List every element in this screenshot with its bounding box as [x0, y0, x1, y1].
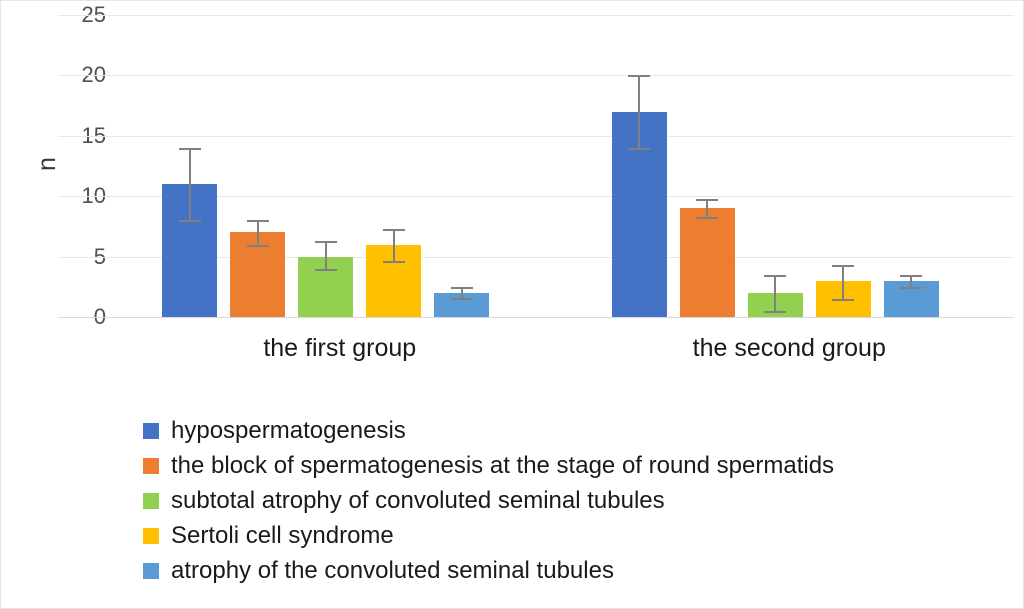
legend-label: subtotal atrophy of convoluted seminal t… [171, 486, 665, 514]
y-tick-label: 0 [93, 304, 106, 329]
legend-label: atrophy of the convoluted seminal tubule… [171, 556, 614, 584]
gridline [58, 75, 1014, 77]
x-tick-label: the first group [263, 334, 417, 362]
gridline [58, 317, 1014, 318]
gridline [58, 256, 1014, 258]
error-bar-cap-lower [832, 298, 855, 301]
error-bar-cap-lower [628, 147, 651, 150]
legend-label: hypospermatogenesis [171, 416, 406, 444]
legend-label: the block of spermatogenesis at the stag… [171, 451, 835, 479]
y-tick-label: 5 [93, 243, 106, 269]
error-bar-stem [460, 286, 463, 298]
gridline [58, 135, 1014, 137]
legend-item[interactable]: Sertoli cell syndrome [143, 518, 834, 553]
error-bar-cap-upper [764, 274, 787, 277]
legend-label: Sertoli cell syndrome [171, 521, 394, 549]
legend-swatch-icon [143, 527, 159, 544]
error-bar-cap-upper [900, 274, 923, 277]
y-tick-label: 15 [81, 122, 106, 148]
error-bar-cap-upper [382, 228, 405, 231]
error-bar-cap-upper [314, 240, 337, 243]
gridline [58, 196, 1014, 198]
bar [679, 208, 735, 317]
error-bar-cap-lower [900, 286, 923, 289]
error-bar-cap-upper [246, 220, 269, 223]
error-bar-cap-upper [832, 265, 855, 268]
error-bar-cap-lower [178, 220, 201, 223]
legend-swatch-icon [143, 422, 159, 439]
y-tick-label: 20 [81, 62, 106, 88]
x-tick-label: the second group [692, 334, 886, 362]
error-bar-cap-upper [450, 286, 473, 289]
chart-legend: hypospermatogenesis the block of spermato… [143, 413, 834, 588]
error-bar-cap-lower [246, 244, 269, 247]
error-bar-stem [910, 274, 913, 287]
y-tick-label: 10 [81, 183, 106, 209]
error-bar-cap-upper [178, 147, 201, 150]
error-bar-stem [706, 198, 709, 217]
legend-item[interactable]: hypospermatogenesis [143, 413, 834, 448]
error-bar-cap-lower [696, 216, 719, 219]
error-bar-stem [842, 265, 845, 299]
error-bar-cap-lower [314, 268, 337, 271]
error-bar-stem [638, 75, 641, 148]
legend-item[interactable]: subtotal atrophy of convoluted seminal t… [143, 483, 834, 518]
legend-swatch-icon [143, 457, 159, 474]
error-bar-cap-upper [696, 198, 719, 201]
error-bar-stem [324, 240, 327, 269]
error-bar-cap-upper [628, 75, 651, 78]
legend-item[interactable]: the block of spermatogenesis at the stag… [143, 448, 834, 483]
gridline [58, 15, 1014, 16]
y-tick-label: 25 [81, 2, 106, 27]
error-bar-cap-lower [764, 310, 787, 313]
y-axis-tick-labels: 0 5 10 15 20 25 [1, 1, 106, 608]
legend-swatch-icon [143, 492, 159, 509]
legend-item[interactable]: atrophy of the convoluted seminal tubule… [143, 553, 834, 588]
error-bar-cap-lower [450, 297, 473, 300]
plot-area [58, 15, 1014, 318]
error-bar-stem [774, 274, 777, 311]
error-bar-stem [256, 220, 259, 245]
error-bar-stem [392, 228, 395, 262]
bar [230, 232, 286, 317]
legend-swatch-icon [143, 562, 159, 579]
error-bar-cap-lower [382, 261, 405, 264]
error-bar-stem [188, 147, 191, 221]
